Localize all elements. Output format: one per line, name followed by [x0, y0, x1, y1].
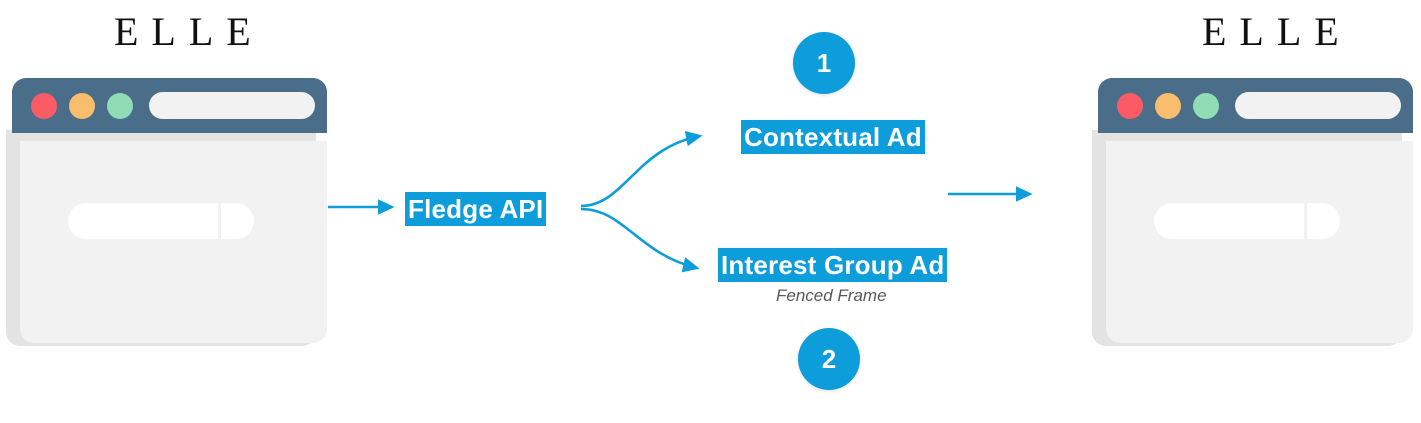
red-dot[interactable]: [1113, 93, 1143, 122]
branch-top-arrow-icon: [580, 130, 703, 208]
publisher-right-browser-window: [1092, 78, 1413, 346]
url-input[interactable]: [1231, 92, 1401, 122]
content-placeholder-bar-long: [1154, 203, 1304, 239]
step-badge-1: 1: [793, 32, 855, 94]
publisher-left-logo: ELLE: [114, 9, 264, 54]
browser-titlebar: [1098, 78, 1413, 133]
interest-group-ad-label[interactable]: Interest Group Ad: [718, 248, 948, 282]
fenced-frame-sublabel: Fenced Frame: [776, 286, 887, 305]
amber-dot[interactable]: [65, 93, 95, 122]
branch-bottom-arrow-icon: [580, 207, 700, 273]
content-placeholder-bar-short: [1307, 203, 1340, 239]
content-placeholder-bar-long: [68, 203, 218, 239]
amber-dot[interactable]: [1151, 93, 1181, 122]
green-dot[interactable]: [1189, 93, 1219, 122]
browser-content-area: [1106, 141, 1413, 343]
step-badge-2: 2: [798, 328, 860, 390]
fledge-api-label[interactable]: Fledge API: [405, 192, 547, 226]
content-placeholder-bar-short: [221, 203, 254, 239]
browser-content-area: [20, 141, 327, 343]
publisher-left-browser-window: [6, 78, 327, 346]
publisher-right-logo: ELLE: [1202, 9, 1352, 54]
url-input[interactable]: [145, 92, 315, 122]
green-dot[interactable]: [103, 93, 133, 122]
contextual-ad-label[interactable]: Contextual Ad: [741, 120, 925, 154]
red-dot[interactable]: [27, 93, 57, 122]
browser-titlebar: [12, 78, 327, 133]
